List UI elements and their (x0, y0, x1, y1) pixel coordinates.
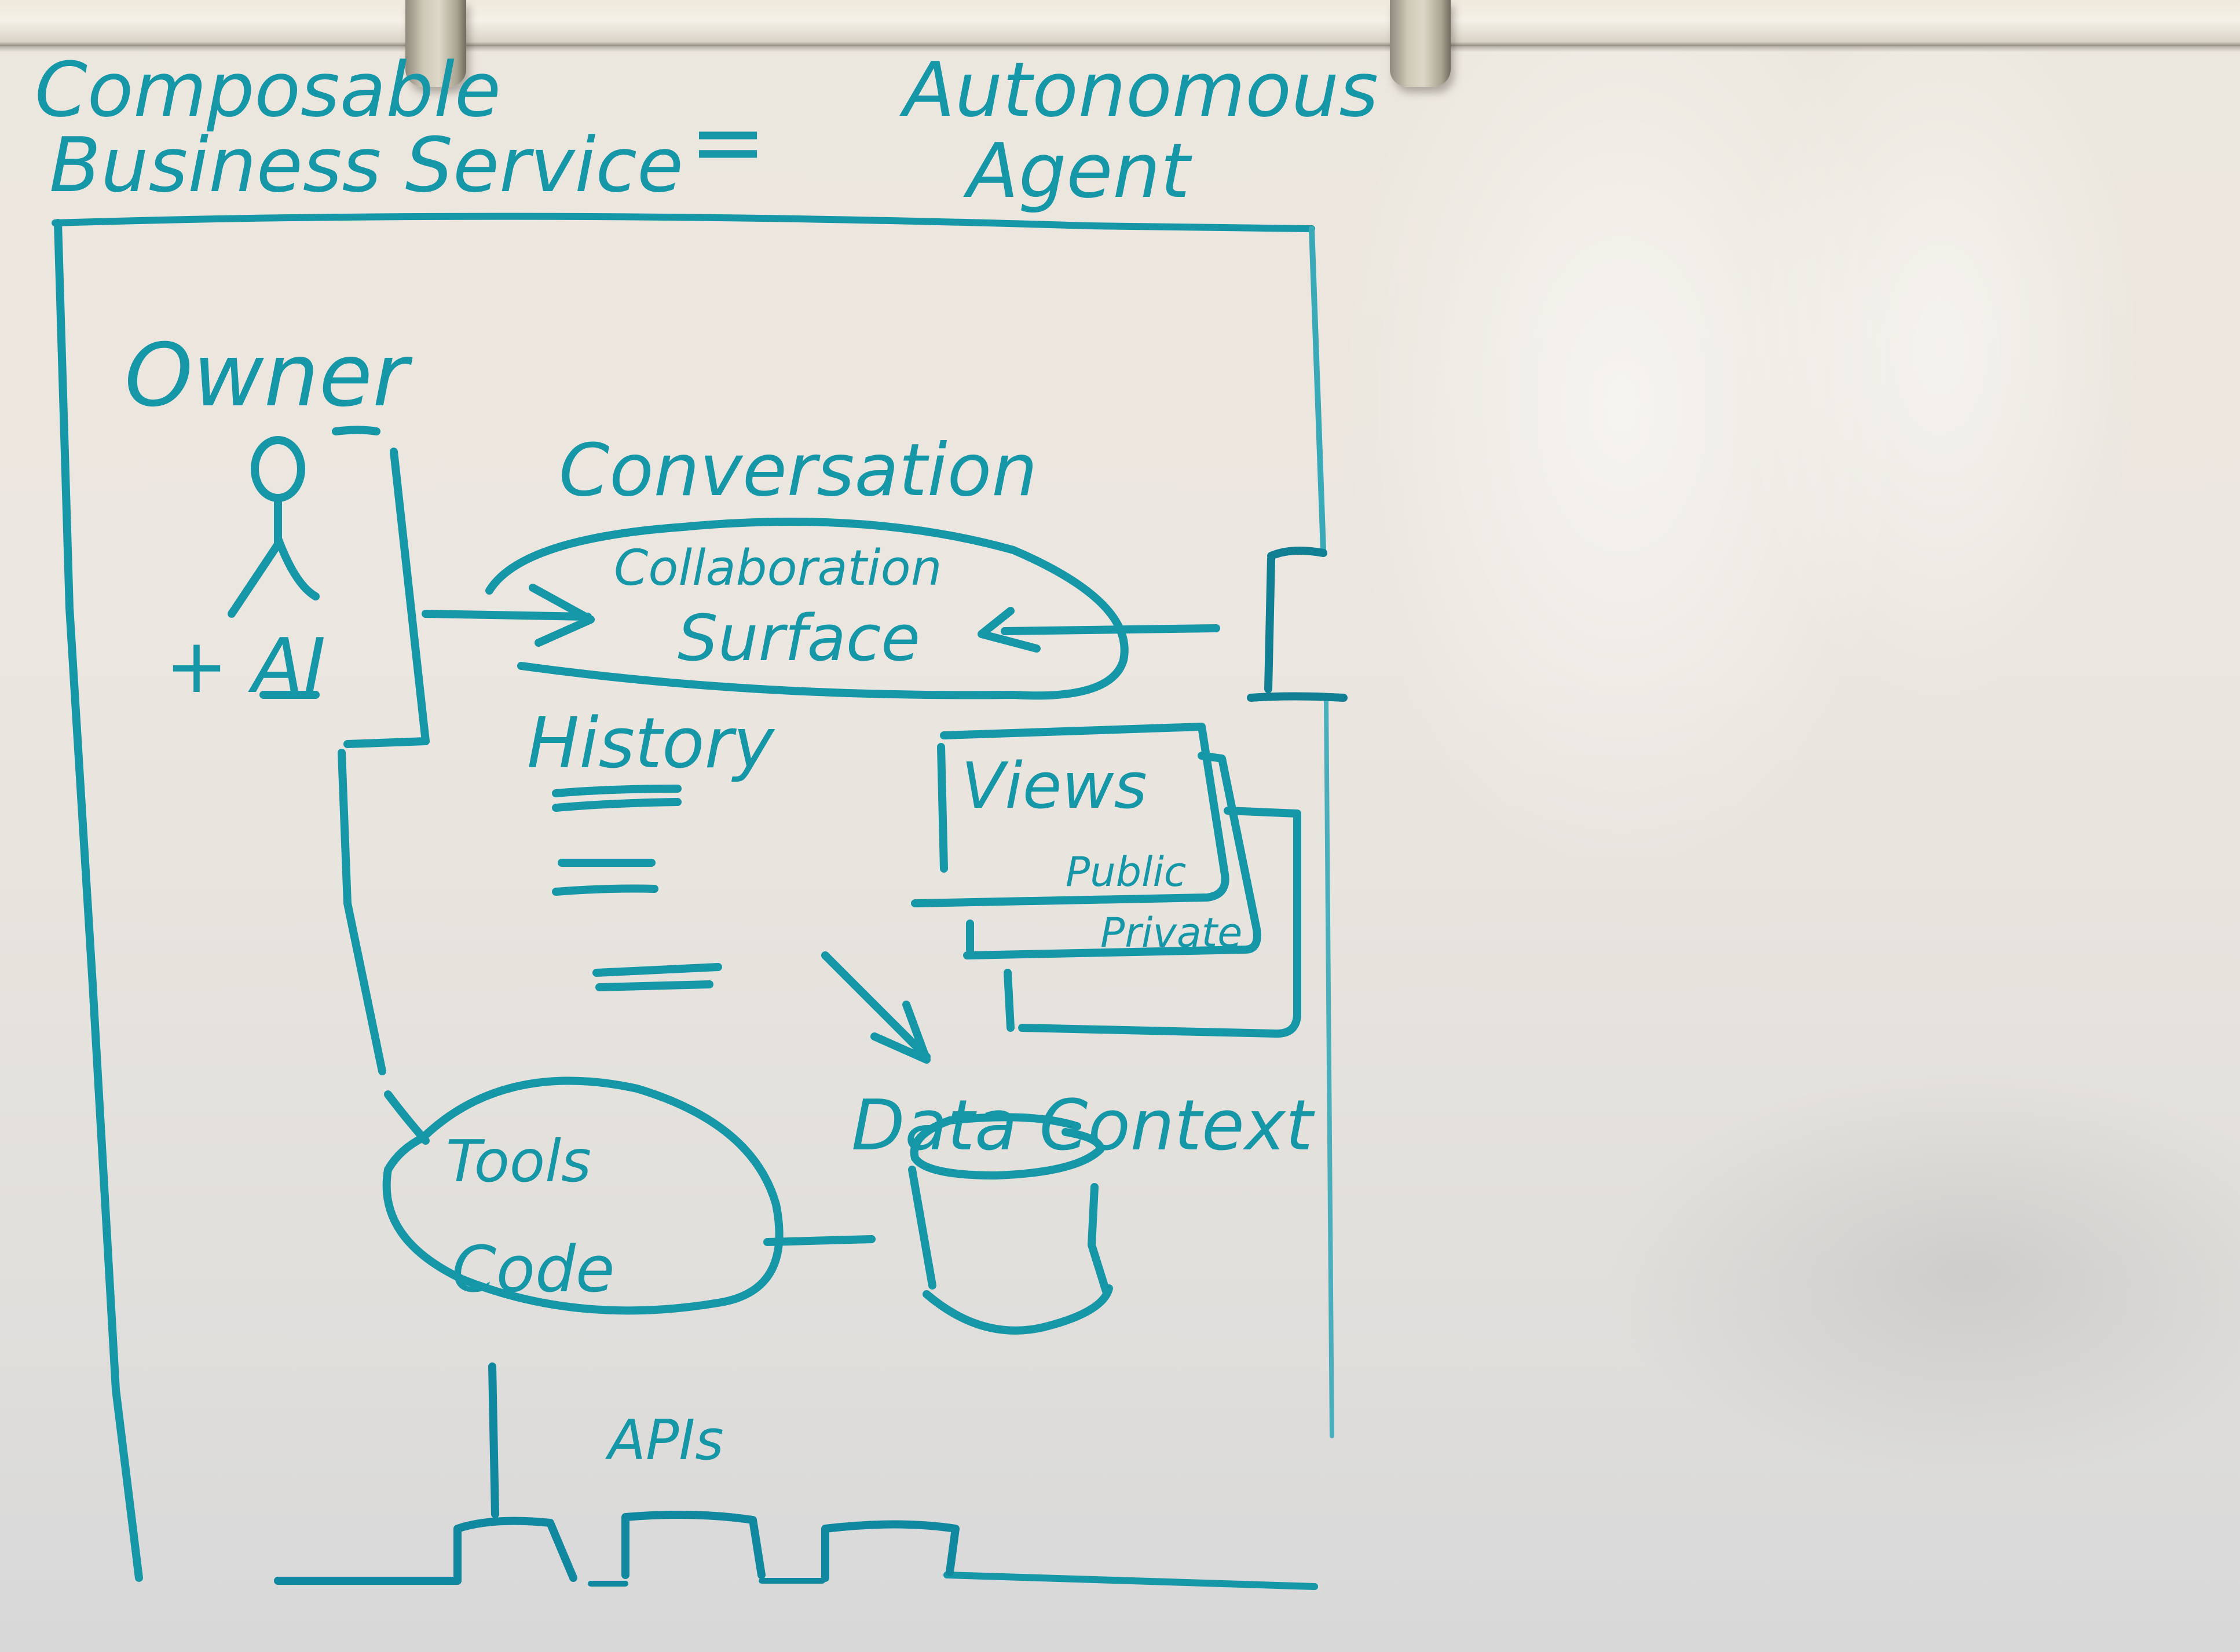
title-equals: = (689, 87, 767, 196)
views-left-edge (937, 743, 948, 873)
bracket-top (332, 426, 380, 435)
data-context-group: Data Context (851, 1086, 1315, 1335)
history-label: History (527, 704, 775, 784)
views-label: Views (961, 749, 1147, 823)
api-port-3 (821, 1520, 960, 1582)
views-third-doc (1018, 807, 1301, 1038)
apis-label: APIs (605, 1409, 724, 1472)
owner-group: Owner + AI (125, 325, 430, 1145)
rail-shadow (0, 46, 2240, 52)
tools-code-group: Tools Code (382, 1076, 876, 1315)
tools-code-oval (382, 1076, 784, 1315)
api-port-1 (274, 1517, 577, 1585)
paper-clip-left (405, 0, 466, 87)
arrow-history-to-data (821, 951, 931, 1064)
collaboration-label: Collaboration (614, 540, 942, 597)
owner-to-tools-line (338, 749, 386, 1075)
views-public-label: Public (1066, 848, 1186, 896)
title-right-line1: Autonomous (899, 46, 1378, 134)
title-left-line1: Composable (35, 46, 501, 134)
tools-label: Tools (446, 1127, 591, 1195)
views-private-label: Private (1100, 909, 1242, 957)
views-private-doc (963, 752, 1261, 959)
owner-bracket (390, 448, 430, 745)
history-group: History (527, 704, 775, 991)
arrow-owner-to-surface (422, 584, 595, 647)
collaboration-surface-oval (485, 518, 1129, 700)
api-port-2 (621, 1511, 766, 1579)
views-stack-group: Views Public Private (911, 723, 1301, 1038)
title-group: Composable Business Service = Autonomous… (35, 46, 1378, 215)
title-left-line2: Business Service (49, 121, 683, 209)
collaboration-surface-group: Conversation Collaboration Surface (485, 428, 1129, 700)
surface-label: Surface (678, 601, 920, 675)
title-right-line2: Agent (963, 127, 1192, 215)
conversation-heading: Conversation (559, 428, 1037, 512)
whiteboard-top-rail (0, 0, 2240, 46)
third-doc-left-edge (1004, 969, 1015, 1032)
tools-to-api-line (488, 1362, 499, 1518)
tools-connector-tick (384, 1090, 430, 1145)
person-stick-figure-icon (228, 436, 320, 618)
owner-label: Owner (125, 325, 413, 426)
agent-boundary-box (52, 213, 1334, 1590)
paper-clip-right (1390, 0, 1451, 87)
code-label: Code (452, 1232, 615, 1306)
bracket-bottom (343, 737, 430, 748)
data-context-label: Data Context (851, 1086, 1315, 1166)
views-public-doc (911, 723, 1229, 907)
history-entries-icon (552, 785, 722, 991)
tools-to-data-line (763, 1235, 876, 1246)
arrow-external-to-surface (978, 607, 1220, 653)
external-interface-bracket (1247, 547, 1348, 702)
database-cylinder-icon (908, 1113, 1113, 1335)
apis-group: APIs (274, 1362, 960, 1587)
